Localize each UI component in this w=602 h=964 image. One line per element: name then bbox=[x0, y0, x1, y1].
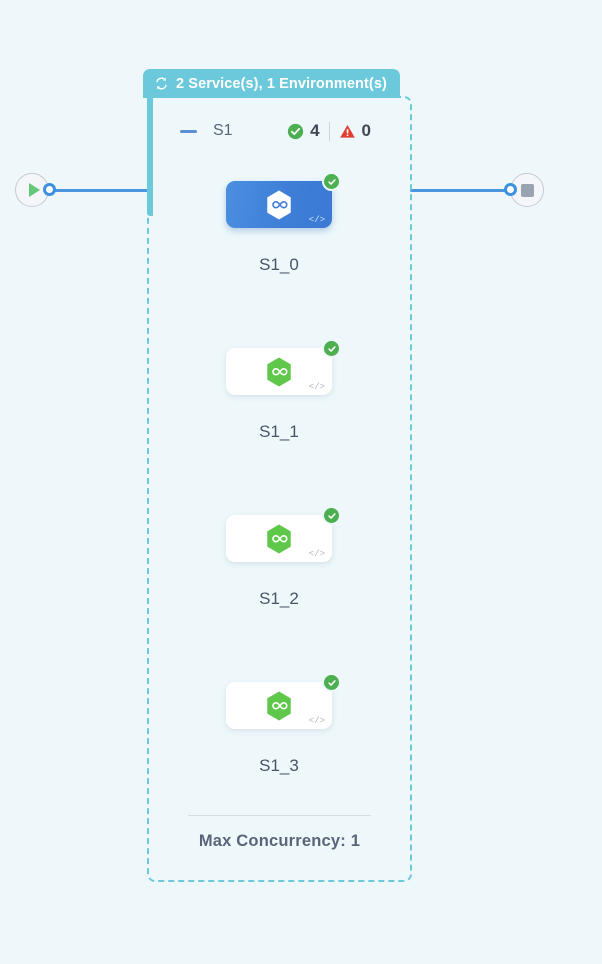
node-card-s1-0[interactable]: </> bbox=[226, 172, 341, 228]
error-counter: 0 bbox=[339, 121, 371, 141]
group-header[interactable]: 2 Service(s), 1 Environment(s) bbox=[143, 69, 400, 98]
node-label-s1-0: S1_0 bbox=[259, 255, 299, 274]
node-card-s1-1[interactable]: </> bbox=[226, 339, 341, 395]
group-left-accent-bar bbox=[147, 96, 153, 216]
code-icon: </> bbox=[308, 382, 325, 392]
code-icon: </> bbox=[308, 549, 325, 559]
status-badge-success bbox=[322, 673, 341, 692]
service-hexagon-icon bbox=[267, 357, 291, 386]
check-circle-icon bbox=[327, 178, 336, 185]
success-count: 4 bbox=[310, 121, 320, 140]
status-badge-success bbox=[322, 506, 341, 525]
check-circle-icon bbox=[327, 679, 336, 686]
group-header-label: 2 Service(s), 1 Environment(s) bbox=[176, 75, 387, 92]
error-count: 0 bbox=[361, 121, 371, 140]
check-circle-icon bbox=[327, 512, 336, 519]
code-icon: </> bbox=[308, 716, 325, 726]
group-title-row: S1 4 0 bbox=[147, 113, 412, 149]
node-card-s1-3[interactable]: </> bbox=[226, 673, 341, 729]
play-icon bbox=[28, 183, 40, 197]
service-hexagon-icon bbox=[267, 524, 291, 553]
node-label-s1-1: S1_1 bbox=[259, 422, 299, 441]
footer-divider bbox=[188, 815, 371, 816]
minus-icon[interactable] bbox=[180, 129, 197, 133]
node-label-s1-2: S1_2 bbox=[259, 589, 299, 608]
counter-divider bbox=[328, 121, 330, 141]
status-badge-success bbox=[322, 172, 341, 191]
node-label-s1-3: S1_3 bbox=[259, 756, 299, 775]
status-badge-success bbox=[322, 339, 341, 358]
node-card-s1-2[interactable]: </> bbox=[226, 506, 341, 562]
group-counters: 4 0 bbox=[287, 121, 371, 141]
check-circle-icon bbox=[327, 345, 336, 352]
service-hexagon-icon bbox=[267, 190, 291, 219]
service-hexagon-icon bbox=[267, 691, 291, 720]
check-circle-icon bbox=[287, 123, 304, 139]
edge-group-to-end bbox=[410, 189, 512, 192]
max-concurrency-label: Max Concurrency: 1 bbox=[198, 832, 361, 850]
code-icon: </> bbox=[308, 215, 325, 225]
start-node-output-port[interactable] bbox=[43, 183, 56, 196]
loop-icon bbox=[156, 77, 167, 90]
end-node-input-port[interactable] bbox=[504, 183, 517, 196]
edge-start-to-group bbox=[48, 189, 148, 192]
stop-icon bbox=[520, 183, 534, 197]
success-counter: 4 bbox=[287, 121, 320, 141]
group-title: S1 bbox=[213, 122, 233, 139]
warning-triangle-icon bbox=[339, 124, 355, 138]
